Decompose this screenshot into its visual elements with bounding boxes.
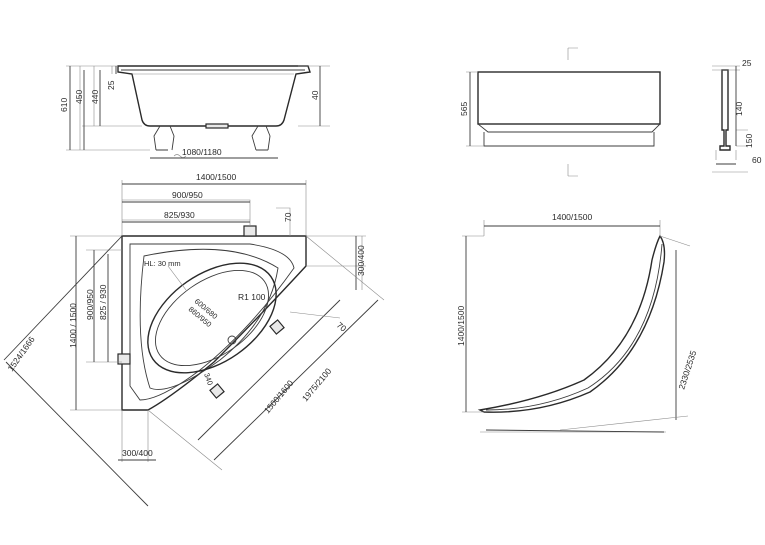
dim-plan-900-vert: 900/950 [85,289,95,320]
dim-plan-depth: 1400 / 1500 [68,303,78,348]
tub-profile [117,65,311,127]
dim-plan-300-right: 300/400 [356,245,366,276]
dim-340: 340 [202,372,215,387]
fitting-top [243,225,257,237]
dim-60: 60 [752,155,762,165]
dim-1080-1180: 1080/1180 [182,147,222,157]
label-radius: R1 100 [238,292,266,302]
label-hl: HL: 30 mm [144,259,181,268]
dim-plan-diag-1500: 1500/1600 [262,378,296,415]
panel-plan-view: 1400/1500 1400/1500 2330/2535 [456,212,698,433]
dim-plan-300-bottom: 300/400 [122,448,153,458]
panel-arc [477,234,666,413]
dim-610: 610 [59,98,69,112]
dim-plan-width: 1400/1500 [196,172,236,182]
dim-25: 25 [106,80,116,90]
dim-25-panel: 25 [742,58,752,68]
dim-140: 140 [734,102,744,116]
tub-rim [129,243,295,401]
dim-565: 565 [459,102,469,116]
plan-view: 1400/1500 900/950 825/930 70 300/400 HL:… [3,172,385,507]
tub-legs [153,123,271,151]
dim-450: 450 [74,90,84,104]
dim-panel-height: 1400/1500 [456,306,466,346]
fitting-right [269,319,285,335]
dim-panel-width: 1400/1500 [552,212,592,222]
dim-150: 150 [744,134,754,148]
dim-40: 40 [310,90,320,100]
panel-front-view: 565 [459,47,661,177]
dim-plan-900: 900/950 [172,190,203,200]
tub-basin-outer [139,248,279,390]
fitting-bottom [209,383,225,399]
dim-panel-arc: 2330/2535 [676,349,698,391]
dim-plan-70-right: 70 [335,320,349,334]
side-view: 610 450 440 25 40 1080/1180 [59,65,330,159]
dim-plan-70-top: 70 [283,212,293,222]
drain-icon [227,335,237,345]
dim-plan-825-vert: 825 / 930 [98,284,108,320]
panel-face [477,71,661,125]
tub-outline [121,235,307,411]
dim-plan-825: 825/930 [164,210,195,220]
fitting-left [117,353,131,365]
dim-440: 440 [90,90,100,104]
panel-section-view: 25 140 150 60 [712,58,762,173]
tub-basin-inner [147,262,277,374]
